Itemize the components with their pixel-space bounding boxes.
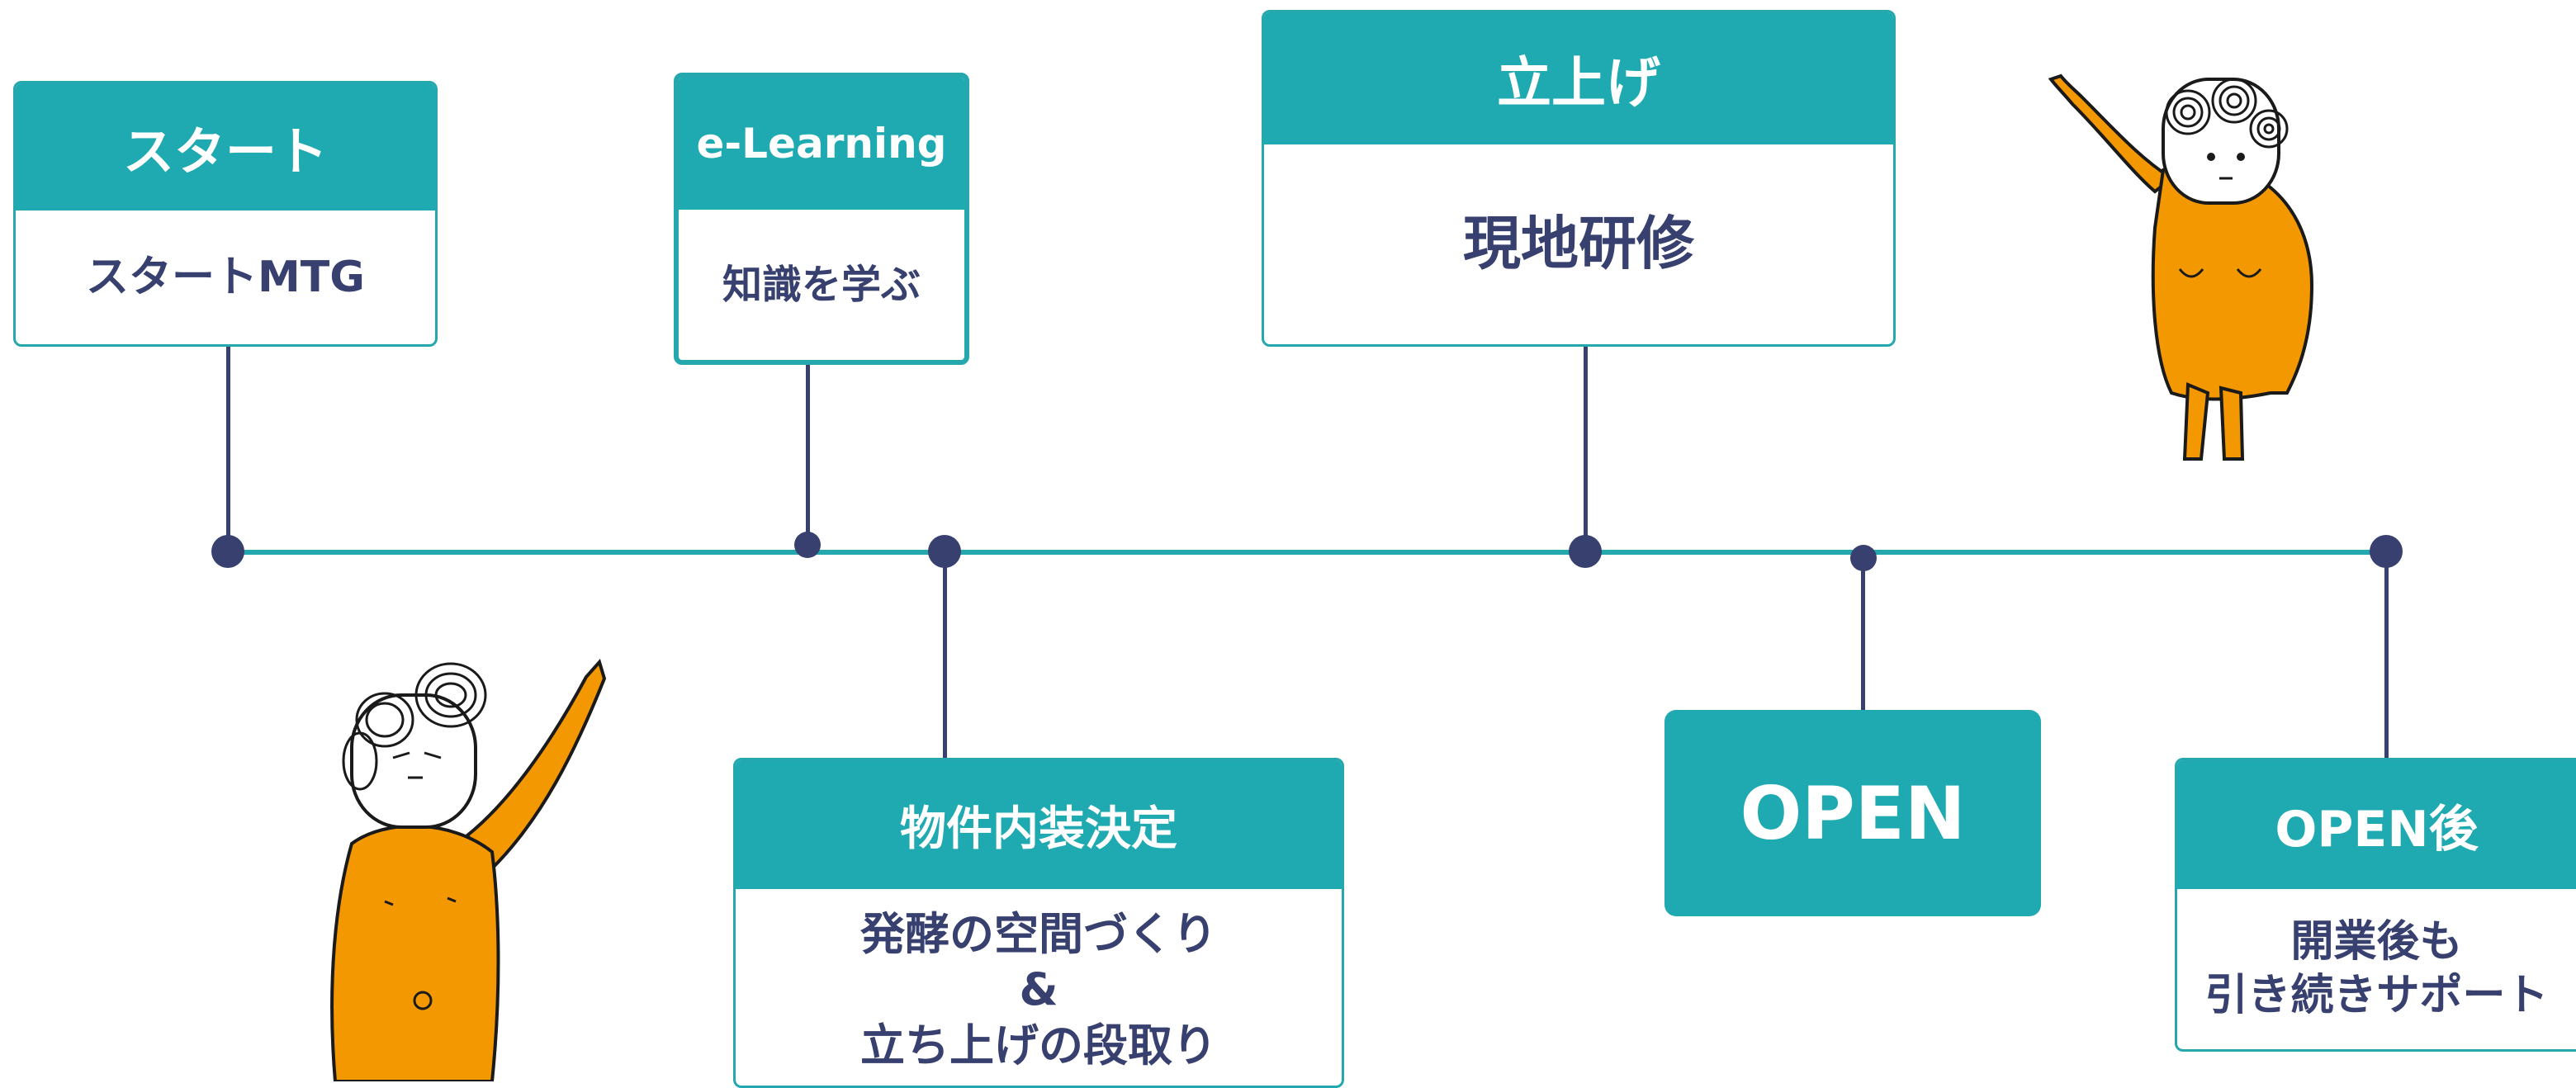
connector-property	[943, 553, 947, 759]
timeline-dot	[2370, 535, 2403, 568]
timeline-line	[228, 550, 2388, 555]
timeline-dot	[1850, 545, 1877, 571]
connector-after-open	[2384, 553, 2389, 759]
milestone-title: スタート	[16, 83, 435, 211]
connector-open	[1861, 558, 1865, 712]
timeline-dot	[211, 535, 244, 568]
milestone-detail: スタートMTG	[86, 252, 365, 302]
milestone-title: e-Learning	[679, 78, 964, 210]
connector-start	[226, 343, 230, 553]
milestone-start-card: スタート スタートMTG	[13, 81, 438, 347]
milestone-detail: 知識を学ぶ	[722, 262, 921, 308]
milestone-title: OPEN後	[2177, 760, 2576, 889]
timeline-dot	[1569, 535, 1602, 568]
milestone-title: 立上げ	[1264, 12, 1893, 144]
milestone-elearning-card: e-Learning 知識を学ぶ	[674, 73, 969, 365]
timeline-dot	[794, 532, 821, 558]
milestone-detail: 開業後も 引き続きサポート	[2177, 889, 2576, 1049]
milestone-detail-line: 発酵の空間づくり	[860, 907, 1217, 960]
milestone-after-open-card: OPEN後 開業後も 引き続きサポート	[2175, 758, 2576, 1052]
milestone-open-box: OPEN	[1664, 710, 2041, 916]
milestone-detail-line: 立ち上げの段取り	[860, 1019, 1217, 1071]
milestone-detail-line: 開業後も	[2290, 917, 2463, 967]
milestone-detail: 発酵の空間づくり & 立ち上げの段取り	[736, 889, 1342, 1086]
milestone-detail-line: 引き続きサポート	[2204, 971, 2549, 1020]
connector-elearning	[806, 363, 810, 545]
pointing-character-icon	[2039, 46, 2337, 467]
milestone-detail: 現地研修	[1463, 210, 1694, 278]
pointing-character-icon	[302, 654, 616, 1083]
milestone-property-card: 物件内装決定 発酵の空間づくり & 立ち上げの段取り	[733, 758, 1344, 1088]
connector-launch	[1584, 343, 1588, 553]
milestone-launch-card: 立上げ 現地研修	[1262, 10, 1896, 347]
milestone-detail-line: &	[1019, 963, 1058, 1016]
milestone-title: 物件内装決定	[736, 760, 1342, 889]
timeline-dot	[928, 535, 961, 568]
